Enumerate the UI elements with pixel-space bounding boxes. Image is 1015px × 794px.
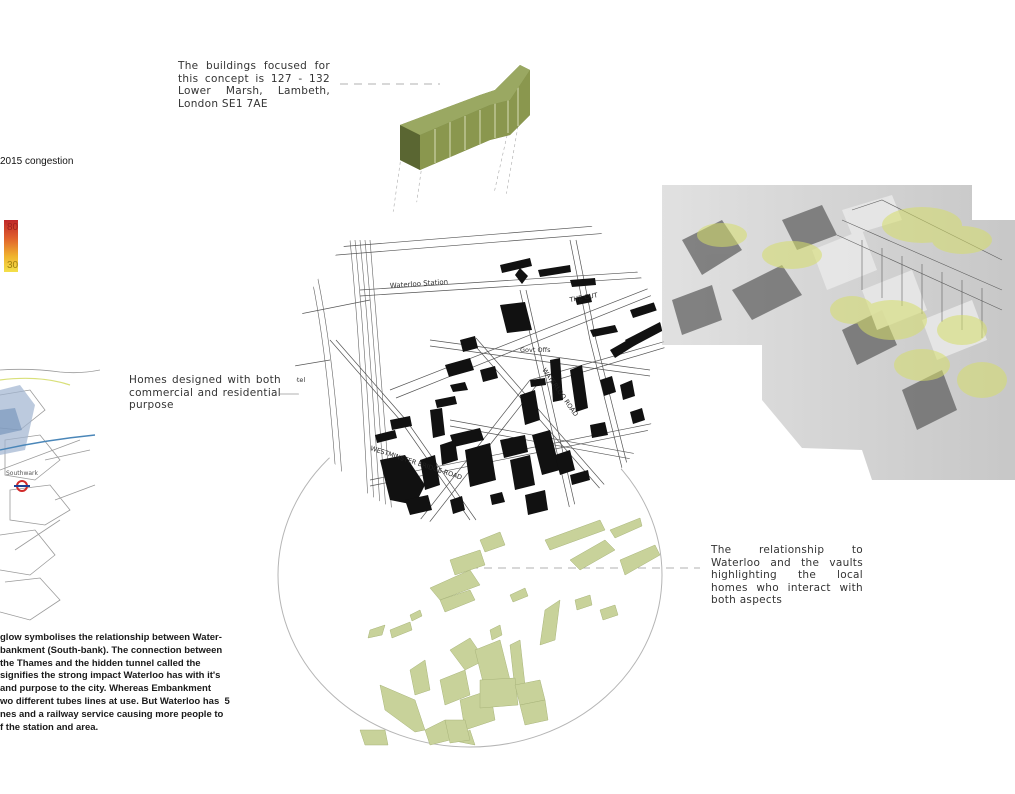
relationship-caption: The relationship to Waterloo and the vau… <box>711 544 863 607</box>
body-line: f the station and area. <box>0 721 99 733</box>
body-line: glow symbolises the relationship between… <box>0 632 222 643</box>
body-line: nes and a railway service causing more p… <box>0 708 224 720</box>
homes-caption: Homes designed with both commercial and … <box>129 374 281 412</box>
vault-footprints <box>359 501 661 746</box>
aerial-render <box>662 185 1015 480</box>
southwark-label: Southwark <box>6 470 38 477</box>
building-3d-model <box>400 65 530 170</box>
building-focus-caption: The buildings focused for this concept i… <box>178 60 330 110</box>
body-line: signifies the strong impact Waterloo has… <box>0 670 221 682</box>
legend-title: 2015 congestion <box>0 156 74 167</box>
scale-max-label: 80 <box>7 222 19 233</box>
govt-offs-label: Govt Offs <box>520 346 551 354</box>
scale-min-label: 30 <box>7 260 19 271</box>
hotel-label: Hotel <box>288 376 305 384</box>
left-area-map: Southwark <box>0 368 100 621</box>
body-paragraph: glow symbolises the relationship between… <box>0 632 230 735</box>
congestion-scale-bar <box>4 220 18 272</box>
body-line: wo different tubes lines at use. But Wat… <box>0 696 230 708</box>
body-line: and purpose to the city. Whereas Embankm… <box>0 683 211 695</box>
body-line: the Thames and the hidden tunnel called … <box>0 657 201 669</box>
body-line: bankment (South-bank). The connection be… <box>0 644 223 656</box>
main-diagram: Waterloo Station THE CUT WATERLOO ROAD W… <box>277 65 700 748</box>
street-map: Waterloo Station THE CUT WATERLOO ROAD W… <box>288 192 665 528</box>
